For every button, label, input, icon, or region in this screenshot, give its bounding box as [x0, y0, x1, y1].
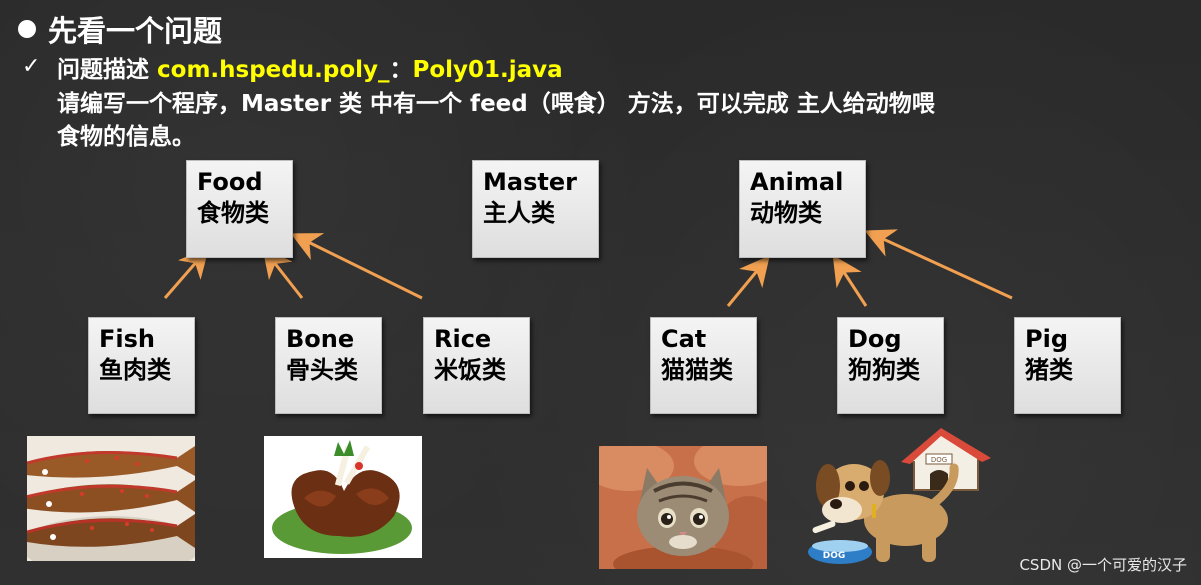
pig-en: Pig — [1025, 325, 1068, 353]
arrow-dog-animal — [832, 254, 868, 307]
animal-en: Animal — [750, 168, 844, 196]
description-line-2: 请编写一个程序，Master 类 中有一个 feed（喂食） 方法，可以完成 主… — [57, 91, 935, 117]
package-name: com.hspedu.poly_ — [157, 57, 390, 83]
fish-en: Fish — [99, 325, 155, 353]
ribs-image — [264, 436, 422, 558]
bone-zh: 骨头类 — [286, 356, 358, 384]
arrow-cat-animal — [726, 255, 770, 307]
rice-zh: 米饭类 — [434, 356, 506, 384]
fish-image — [27, 436, 195, 561]
dog-en: Dog — [848, 325, 902, 353]
pig-zh: 猪类 — [1025, 356, 1073, 384]
pig-class-box: Pig 猪类 — [1014, 317, 1121, 414]
cat-image — [599, 446, 767, 569]
description-line-3: 食物的信息。 — [57, 124, 195, 150]
file-name: Poly01.java — [412, 57, 563, 83]
arrow-pig-animal — [864, 229, 1013, 300]
separator: ： — [389, 57, 413, 83]
heading-text: 先看一个问题 — [48, 14, 223, 48]
rice-en: Rice — [434, 325, 492, 353]
arrow-fish-food — [163, 247, 209, 299]
dog-zh: 狗狗类 — [848, 356, 920, 384]
arrow-rice-food — [290, 233, 423, 300]
food-class-box: Food 食物类 — [186, 160, 293, 258]
dog-bowl-label: DOG — [823, 551, 846, 561]
bone-class-box: Bone 骨头类 — [275, 317, 382, 414]
master-class-box: Master 主人类 — [472, 160, 599, 258]
master-zh: 主人类 — [483, 199, 555, 227]
dog-house-sign: DOG — [931, 456, 947, 464]
cat-zh: 猫猫类 — [661, 356, 733, 384]
fish-zh: 鱼肉类 — [99, 356, 171, 384]
cat-class-box: Cat 猫猫类 — [650, 317, 757, 414]
problem-label: 问题描述 — [57, 57, 158, 83]
bullet-icon — [18, 20, 36, 38]
dog-image: DOG DOG — [806, 428, 994, 570]
animal-zh: 动物类 — [750, 199, 822, 227]
animal-class-box: Animal 动物类 — [739, 160, 866, 258]
arrow-bone-food — [262, 247, 304, 299]
slide-heading: 先看一个问题 — [18, 8, 222, 50]
fish-class-box: Fish 鱼肉类 — [88, 317, 195, 414]
csdn-watermark: CSDN @一个可爱的汉子 — [1019, 556, 1187, 574]
cat-en: Cat — [661, 325, 707, 353]
problem-description-line: 问题描述 com.hspedu.poly_：Poly01.java — [57, 50, 563, 84]
bone-en: Bone — [286, 325, 355, 353]
food-en: Food — [197, 168, 263, 196]
dog-class-box: Dog 狗狗类 — [837, 317, 944, 414]
food-zh: 食物类 — [197, 199, 269, 227]
checkmark-icon: ✓ — [22, 54, 41, 79]
master-en: Master — [483, 168, 577, 196]
rice-class-box: Rice 米饭类 — [423, 317, 530, 414]
